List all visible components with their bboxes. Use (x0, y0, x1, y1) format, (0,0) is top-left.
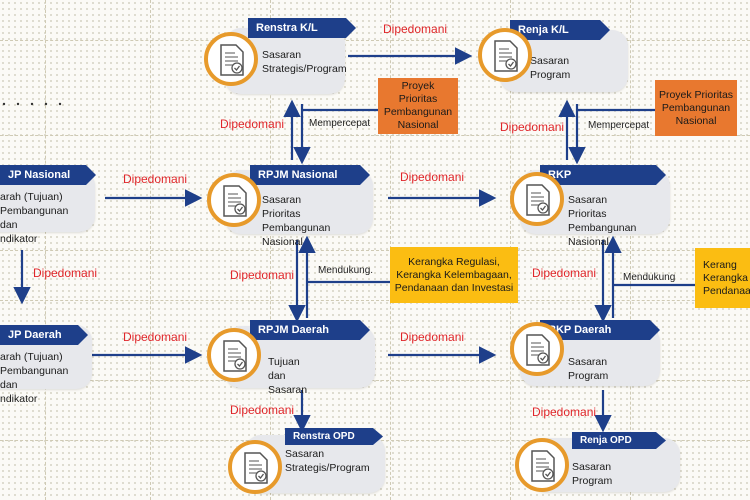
node-desc: Sasaran Strategis/Program (262, 48, 347, 76)
label-dipedomani: Dipedomani (400, 170, 465, 184)
document-icon (515, 438, 569, 492)
node-desc: Tujuan dan Sasaran (268, 355, 307, 397)
label-mendukung: Mendukung. (318, 265, 374, 276)
label-mempercepat: Mempercepat (309, 118, 371, 129)
node-desc: Sasaran Prioritas Pembangunan Nasional (262, 193, 330, 249)
callout-line: Proyek Prioritas (658, 88, 734, 101)
callout-proyek-prioritas: Proyek Prioritas Pembangunan Nasional (378, 78, 458, 134)
desc-line: Sasaran (285, 448, 325, 460)
node-desc: Sasaran Program (530, 54, 570, 82)
callout-proyek-prioritas: Proyek Prioritas Pembangunan Nasional (655, 80, 737, 136)
desc-line: Sasaran Program (568, 356, 609, 382)
document-icon (510, 172, 564, 226)
callout-line: Kerangka Kelembagaan, (396, 268, 512, 281)
document-icon (228, 440, 282, 494)
document-icon (510, 322, 564, 376)
desc-line: Sasaran Program (572, 461, 613, 487)
callout-line: Pembangunan (661, 101, 731, 114)
dotted-marks (2, 102, 62, 106)
desc-line: Tujuan dan Sasaran (268, 356, 308, 396)
node-desc: arah (Tujuan) Pembangunan dan ndikator (0, 350, 68, 406)
node-title: Renstra K/L (248, 18, 356, 38)
desc-line: Pembangunan dan (0, 365, 69, 391)
desc-line: Sasaran Prioritas (568, 194, 608, 220)
document-icon (207, 173, 261, 227)
callout-line: Proyek Prioritas (398, 80, 438, 105)
grid-line (0, 40, 750, 41)
label-dipedomani: Dipedomani (500, 120, 565, 134)
desc-line: Sasaran (262, 49, 302, 61)
desc-line: ndikator (0, 393, 38, 405)
label-mendukung: Mendukung (623, 272, 676, 283)
callout-kerangka: Kerang Kerangka Pendanaa (695, 248, 750, 308)
label-dipedomani: Dipedomani (400, 330, 465, 344)
label-dipedomani: Dipedomani (532, 266, 597, 280)
node-title: Renja OPD (572, 432, 666, 449)
label-mempercepat: Mempercepat (588, 120, 650, 131)
desc-line: Sasaran Prioritas (262, 194, 302, 220)
callout-line: Kerangka (703, 271, 748, 284)
node-title: Renja K/L (510, 20, 610, 40)
label-dipedomani: Dipedomani (220, 117, 285, 131)
node-desc: arah (Tujuan) Pembangunan dan ndikator (0, 190, 68, 246)
node-title: Renstra OPD (285, 428, 383, 445)
callout-line: Nasional (397, 119, 439, 131)
desc-line: Pembangunan Nasional (568, 222, 637, 248)
label-dipedomani: Dipedomani (230, 268, 295, 282)
desc-line: Sasaran Program (530, 55, 571, 81)
callout-kerangka: Kerangka Regulasi, Kerangka Kelembagaan,… (390, 247, 518, 303)
callout-line: Pembangunan (383, 106, 453, 118)
grid-line (0, 300, 750, 301)
document-icon (204, 32, 258, 86)
node-title: RKP (540, 165, 666, 185)
callout-line: Pendanaan dan Investasi (394, 281, 514, 294)
label-dipedomani: Dipedomani (123, 330, 188, 344)
callout-line: Nasional (675, 114, 717, 127)
grid-line (0, 380, 750, 381)
grid-line (0, 250, 750, 251)
desc-line: Pembangunan dan (0, 205, 69, 231)
node-desc: Sasaran Strategis/Program (285, 447, 370, 475)
node-title: JP Nasional (0, 165, 96, 185)
callout-line: Kerangka Regulasi, (408, 255, 500, 268)
node-desc: Sasaran Prioritas Pembangunan Nasional (568, 193, 636, 249)
callout-line: Pendanaa (703, 284, 750, 297)
desc-line: arah (Tujuan) (0, 191, 63, 203)
desc-line: Strategis/Program (262, 63, 347, 75)
document-icon (207, 328, 261, 382)
document-icon (478, 28, 532, 82)
label-dipedomani: Dipedomani (33, 266, 98, 280)
desc-line: arah (Tujuan) (0, 351, 63, 363)
node-title: RPJM Nasional (250, 165, 370, 185)
node-desc: Sasaran Program (568, 355, 608, 383)
label-dipedomani: Dipedomani (532, 405, 597, 419)
label-dipedomani: Dipedomani (383, 22, 448, 36)
node-title: RPJM Daerah (250, 320, 370, 340)
node-title: JP Daerah (0, 325, 88, 345)
grid-line (0, 135, 750, 136)
node-desc: Sasaran Program (572, 460, 612, 488)
label-dipedomani: Dipedomani (230, 403, 295, 417)
label-dipedomani: Dipedomani (123, 172, 188, 186)
desc-line: Pembangunan Nasional (262, 222, 331, 248)
node-title: RKP Daerah (540, 320, 660, 340)
callout-line: Kerang (703, 258, 737, 271)
desc-line: Strategis/Program (285, 462, 370, 474)
desc-line: ndikator (0, 233, 38, 245)
